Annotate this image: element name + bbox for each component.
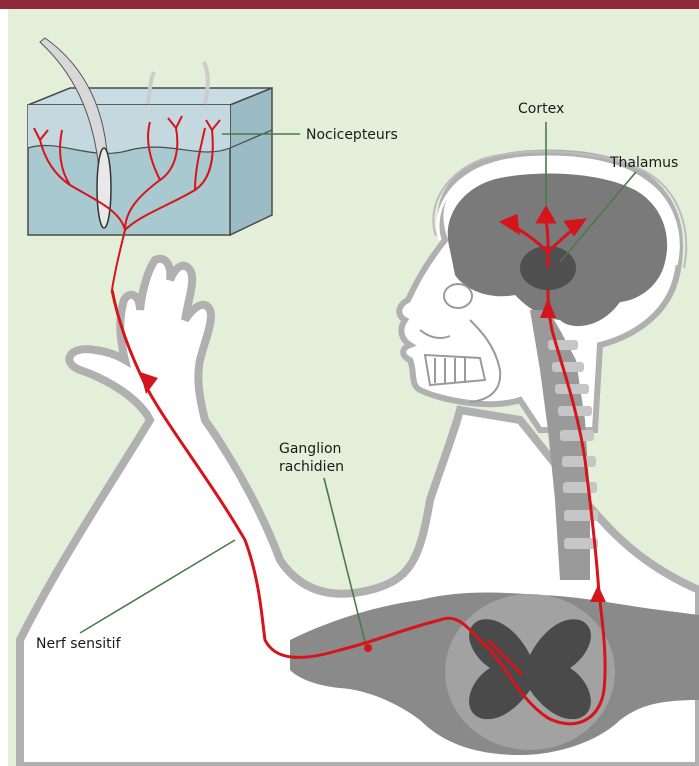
ganglion-dot [364, 644, 372, 652]
nociceptors-label: Nocicepteurs [306, 126, 398, 144]
ganglion-label-line2: rachidien [279, 458, 344, 476]
sensory-nerve-label: Nerf sensitif [36, 635, 121, 653]
ganglion-label-line1: Ganglion [279, 440, 344, 458]
thalamus-label: Thalamus [610, 154, 678, 172]
ganglion-label: Ganglion rachidien [279, 440, 344, 476]
skin-block [28, 38, 272, 235]
cortex-label: Cortex [518, 100, 564, 118]
